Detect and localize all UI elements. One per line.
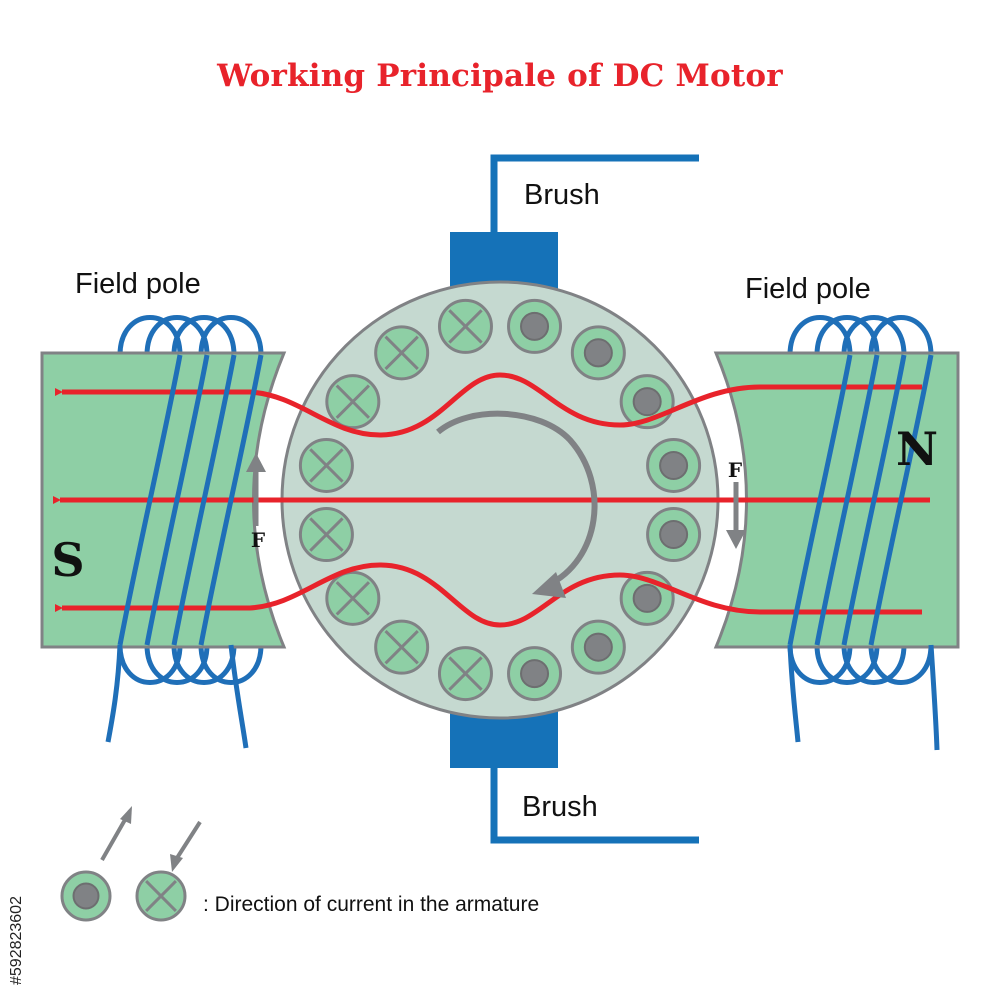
coil-lead-right-b (928, 644, 940, 751)
conductor-dot (632, 583, 662, 613)
conductor-cross-b (335, 581, 371, 616)
coil-front-turn (868, 354, 934, 646)
current-in-cross-icon (135, 870, 187, 922)
coil-front-turn (198, 354, 264, 646)
current-in-cross-icon (325, 374, 381, 430)
top-brush-wire (490, 154, 699, 236)
coil-back-turn (171, 315, 237, 356)
conductor-cross-b (384, 335, 419, 371)
field-pole-label-left: Field pole (75, 268, 201, 300)
legend-arrow-in-shaft (175, 820, 202, 860)
current-out-dot-icon (60, 870, 112, 922)
coil-back-turn-bottom (841, 644, 907, 685)
brush-label-bottom: Brush (522, 791, 598, 823)
coil-front-turn (841, 354, 907, 646)
diagram-title: Working Principale of DC Motor (217, 58, 783, 94)
current-out-dot-icon (570, 325, 626, 381)
rotation-arc (436, 410, 598, 588)
brush-label-top: Brush (524, 179, 600, 211)
current-out-dot-icon (646, 507, 702, 563)
conductor-cross-b (309, 448, 344, 483)
current-in-cross-icon (437, 298, 493, 354)
south-pole-letter: S (51, 533, 84, 587)
north-pole-letter: N (896, 422, 938, 476)
coil-front-turn (814, 354, 880, 646)
field-pole-label-right: Field pole (745, 273, 871, 305)
force-label-left: F (251, 528, 265, 552)
current-in-cross-icon (298, 437, 354, 493)
force-arrow-up-icon (246, 453, 266, 472)
conductor-dot (520, 659, 550, 689)
conductor-dot (72, 882, 100, 910)
current-in-cross-icon (298, 507, 354, 563)
coil-front-turn (144, 354, 210, 646)
current-in-cross-icon (325, 570, 381, 626)
force-label-right: F (728, 458, 742, 482)
coil-front-turn (787, 354, 853, 646)
rotation-arrow-head-icon (532, 572, 566, 598)
legend-arrow-out-shaft (100, 817, 128, 861)
conductor-dot (583, 632, 613, 662)
coil-back-turn (841, 315, 907, 356)
field-line-top (55, 372, 922, 438)
coil-back-turn (868, 315, 934, 356)
current-out-dot-icon (570, 619, 626, 675)
conductor-dot (659, 450, 689, 480)
current-in-cross-icon (437, 646, 493, 702)
legend-text: : Direction of current in the armature (203, 893, 539, 916)
bottom-brush-wire (490, 764, 699, 844)
current-out-dot-icon (507, 298, 563, 354)
conductor-cross-b (335, 384, 371, 419)
conductor-cross-b (384, 629, 419, 665)
watermark-id: #592823602 (8, 896, 25, 985)
current-out-dot-icon (507, 646, 563, 702)
field-line-bottom (55, 562, 922, 628)
conductor-cross-b (309, 517, 344, 552)
conductor-dot (632, 387, 662, 417)
coil-lead-left-a (105, 644, 123, 743)
current-out-dot-icon (646, 437, 702, 493)
conductor-dot (583, 338, 613, 368)
coil-front-turn (171, 354, 237, 646)
coil-lead-left-b (228, 644, 249, 749)
conductor-cross-b (448, 309, 483, 344)
current-in-cross-icon (374, 325, 430, 381)
armature-conductors (298, 298, 702, 702)
coil-front-turn (117, 354, 183, 646)
field-coil-front (105, 354, 940, 751)
coil-back-turn-bottom (198, 644, 264, 685)
legend-arrow-up-icon (120, 806, 132, 824)
legend: : Direction of current in the armature (60, 806, 539, 922)
current-in-cross-icon (374, 619, 430, 675)
coil-back-turn-bottom (868, 644, 934, 685)
field-coil-back (117, 315, 934, 685)
conductor-dot (520, 311, 550, 341)
coil-back-turn (198, 315, 264, 356)
conductor-cross-b (448, 656, 483, 691)
coil-lead-right-a (787, 644, 801, 743)
legend-arrow-down-icon (170, 854, 183, 872)
legend-symbols (60, 870, 187, 922)
conductor-cross-b (145, 880, 177, 912)
force-arrow-down-icon (726, 530, 746, 549)
conductor-dot (659, 520, 689, 550)
